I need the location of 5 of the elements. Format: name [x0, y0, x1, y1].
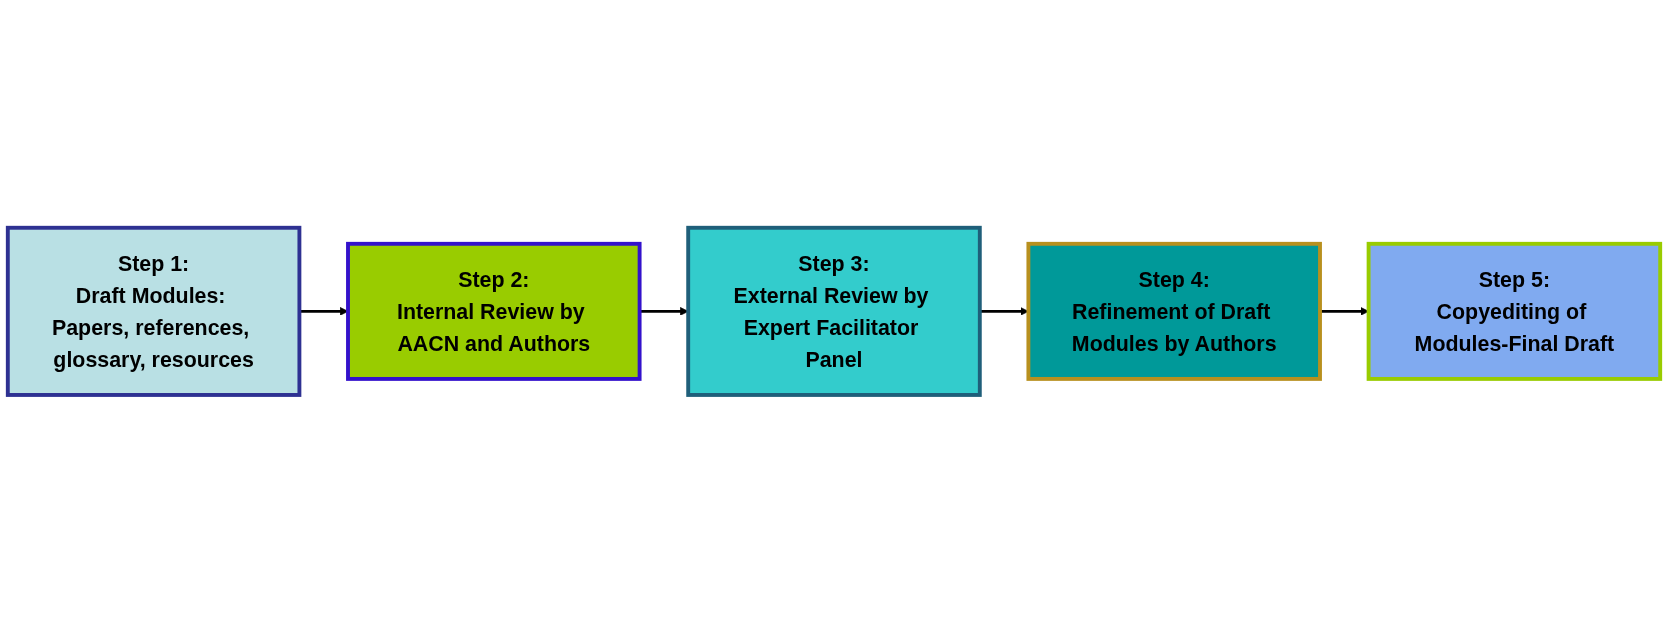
node-box: Step 1: Draft Modules: Papers, references, glossary, resources — [5, 225, 302, 398]
node-box: Step 5: Copyediting of Modules-Final Draft — [1366, 242, 1663, 381]
node-box: Step 3: External Review by Expert Facilitator Panel — [686, 225, 982, 398]
node-box: Step 2: Internal Review by AACN and Authors — [346, 242, 642, 381]
node-box: Step 4: Refinement of Draft Modules by Authors — [1026, 242, 1322, 381]
